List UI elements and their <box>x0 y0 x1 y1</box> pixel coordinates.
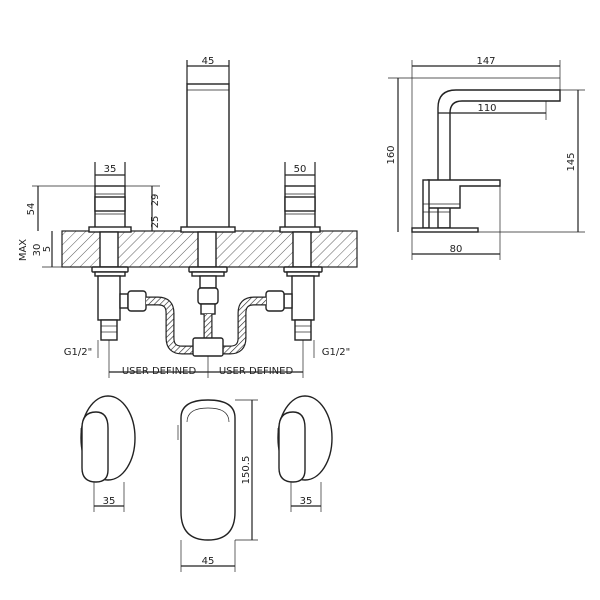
tee-connector <box>192 337 224 357</box>
max-label: MAX <box>18 239 29 261</box>
right-handle-width-label: 50 <box>294 164 307 175</box>
deck-thickness-label: 30 <box>32 244 43 257</box>
deck-small-label: 5 <box>42 246 53 252</box>
handle-height-label: 54 <box>26 203 37 216</box>
side-base-label: 80 <box>450 244 463 255</box>
plan-right-width-label: 35 <box>300 496 313 507</box>
left-backnut <box>91 266 129 273</box>
braided-hoses <box>146 296 266 355</box>
center-connector <box>197 287 219 305</box>
thread-left-label: G1/2" <box>64 347 92 358</box>
plan-left-handle <box>81 411 109 483</box>
left-handle-width-label: 35 <box>104 164 117 175</box>
side-height-label: 145 <box>566 152 577 171</box>
side-base <box>411 227 479 233</box>
side-elevation: 147 110 160 145 80 <box>386 56 585 260</box>
left-valve-body <box>97 275 121 321</box>
spout-base <box>180 226 236 233</box>
right-valve-body <box>291 275 315 321</box>
right-handle-base <box>279 226 321 233</box>
left-handle-base <box>88 226 132 233</box>
plan-view: 35 35 45 150.5 <box>80 395 333 572</box>
side-spout-profile <box>437 89 561 229</box>
side-reach-label: 110 <box>477 103 496 114</box>
spout-width-label: 45 <box>202 56 215 67</box>
thread-right-label: G1/2" <box>322 347 350 358</box>
user-defined-right-label: USER DEFINED <box>219 366 294 377</box>
right-backnut <box>283 266 323 273</box>
handle-top-offset-label: 29 <box>150 194 161 207</box>
plan-right-handle <box>278 411 306 483</box>
plan-spout <box>180 399 236 541</box>
plan-spout-width-label: 45 <box>202 556 215 567</box>
plan-left-width-label: 35 <box>103 496 116 507</box>
side-length-label: 147 <box>476 56 495 67</box>
user-defined-left-label: USER DEFINED <box>122 366 197 377</box>
plan-spout-length-label: 150.5 <box>241 456 252 485</box>
handle-lower-label: 25 <box>150 216 161 229</box>
spout-body <box>186 83 230 232</box>
front-elevation: 45 35 50 54 30 MAX 5 29 25 G1/2" G1/2" <box>18 56 358 378</box>
center-backnut <box>188 266 228 273</box>
side-height-total-label: 160 <box>386 145 397 164</box>
